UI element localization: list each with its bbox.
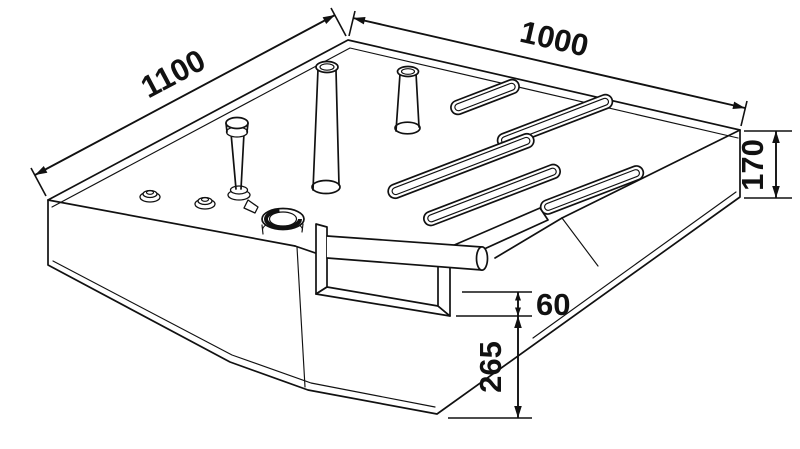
filler-neck-short — [394, 65, 421, 135]
dimension-1100: 1100 — [30, 7, 347, 197]
filler-clamp-lever — [243, 199, 259, 214]
tank-recess-line — [296, 246, 306, 388]
dim-top-right-label: 1000 — [517, 14, 592, 64]
axle-pin — [326, 235, 489, 271]
filler-neck-tall-top — [315, 60, 339, 74]
slot-5-inner — [544, 169, 640, 211]
vent-fitting-2 — [194, 196, 216, 210]
tank-front-left-edge — [47, 199, 296, 247]
axle-pin-end — [475, 246, 489, 271]
dim-bracket-offset-label: 60 — [536, 287, 570, 322]
vent-fitting-1 — [139, 189, 161, 203]
slot-4-inner — [427, 167, 557, 223]
filler-neck-short-base — [394, 121, 421, 135]
bracket-bottom-plate — [315, 286, 451, 317]
breather-cap-top — [225, 116, 249, 130]
dim-front-depth-label: 265 — [473, 341, 508, 393]
filler-clamp-ring — [264, 208, 302, 230]
filler-opening-clamp — [243, 199, 305, 235]
filler-neck-tall-base — [311, 179, 341, 195]
bracket-left-plate — [315, 223, 328, 295]
tank-notch-right-edge — [494, 217, 563, 259]
slot-4 — [423, 163, 561, 227]
vent-1-top — [145, 190, 155, 195]
slot-3-inner — [391, 136, 531, 196]
tank-notch-wall-line — [561, 217, 599, 267]
dim-1000-ext-left — [348, 10, 356, 37]
dimension-170: 170 — [735, 130, 792, 199]
dim-top-left-label: 1100 — [135, 42, 211, 104]
dim-1100-ext-left — [30, 167, 47, 197]
axle-pin-sides — [326, 235, 483, 271]
dimension-265: 265 — [448, 316, 532, 419]
slot-3 — [387, 132, 535, 200]
drain-slots — [387, 78, 645, 227]
dim-1100-ext-right — [330, 7, 347, 37]
breather-cap-pipe — [225, 116, 251, 201]
vent-2-top — [200, 197, 210, 202]
dim-1100-line — [34, 14, 336, 176]
breather-body-sides — [230, 132, 245, 190]
tank-bottom-inner-edge — [52, 260, 436, 408]
dim-1000-line — [352, 16, 746, 110]
dim-1000-ext-right — [740, 100, 748, 127]
breather-base-collar — [229, 185, 249, 195]
tank-front-right-edge — [561, 129, 741, 219]
filler-neck-short-top — [396, 65, 420, 78]
tank-right-inner-edge — [532, 191, 737, 339]
filler-neck-tall — [311, 60, 341, 195]
dimension-60: 60 — [456, 287, 570, 322]
dim-side-height-label: 170 — [735, 139, 770, 191]
filler-neck-tall-sides — [312, 68, 340, 191]
